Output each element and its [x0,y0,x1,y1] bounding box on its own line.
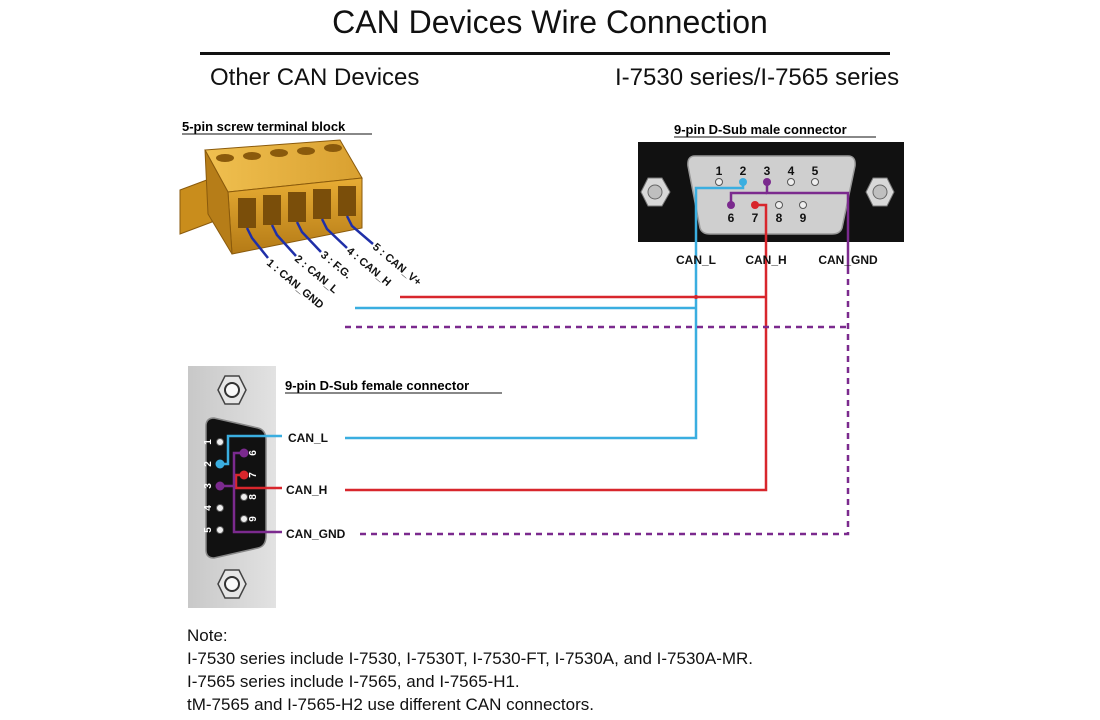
female-connector-label: 9-pin D-Sub female connector [285,378,469,393]
male-pin-8: 8 [776,211,783,225]
female-pin-9: 9 [248,516,259,522]
female-pin-2: 2 [203,461,214,467]
male-connector: 9-pin D-Sub male connector 1 2 3 4 5 6 [638,122,904,242]
female-signal-can-gnd: CAN_GND [286,527,346,541]
male-signal-can-l: CAN_L [676,253,716,267]
male-pin-4: 4 [788,164,795,178]
note-heading: Note: [187,626,228,645]
page-title: CAN Devices Wire Connection [332,4,768,40]
female-pin-5: 5 [203,527,214,533]
terminal-block: 5-pin screw terminal block [179,119,374,259]
left-heading: Other CAN Devices [210,64,420,91]
right-heading: I-7530 series/I-7565 series [615,64,900,91]
terminal-pin-1-label: 1 : CAN_GND [264,257,326,311]
title-underline [200,52,890,55]
can-h-wire [234,203,768,492]
male-pin-3: 3 [764,164,771,178]
female-pin-3: 3 [203,483,214,489]
male-pin-7: 7 [752,211,759,225]
female-signal-can-l: CAN_L [288,431,328,445]
note-line-2: I-7565 series include I-7565, and I-7565… [187,672,520,691]
terminal-block-label: 5-pin screw terminal block [182,119,346,134]
male-pin-1: 1 [716,164,723,178]
male-pin-6: 6 [728,211,735,225]
male-pin-5: 5 [812,164,819,178]
male-pin-2: 2 [740,164,747,178]
can-gnd-wire [220,182,850,534]
female-pin-6: 6 [248,450,259,456]
male-pin-9: 9 [800,211,807,225]
can-l-wire [220,182,745,466]
note-block: Note: I-7530 series include I-7530, I-75… [187,624,753,716]
note-line-3: tM-7565 and I-7565-H2 use different CAN … [187,695,594,714]
male-signal-can-gnd: CAN_GND [818,253,878,267]
female-pin-4: 4 [203,505,214,511]
female-pin-1: 1 [203,439,214,445]
female-pin-8: 8 [248,494,259,500]
note-line-1: I-7530 series include I-7530, I-7530T, I… [187,649,754,668]
can-gnd-dashed-wire [345,268,850,536]
female-pin-7: 7 [248,472,259,478]
male-signal-can-h: CAN_H [745,253,786,267]
male-connector-label: 9-pin D-Sub male connector [674,122,847,137]
female-signal-can-h: CAN_H [286,483,327,497]
